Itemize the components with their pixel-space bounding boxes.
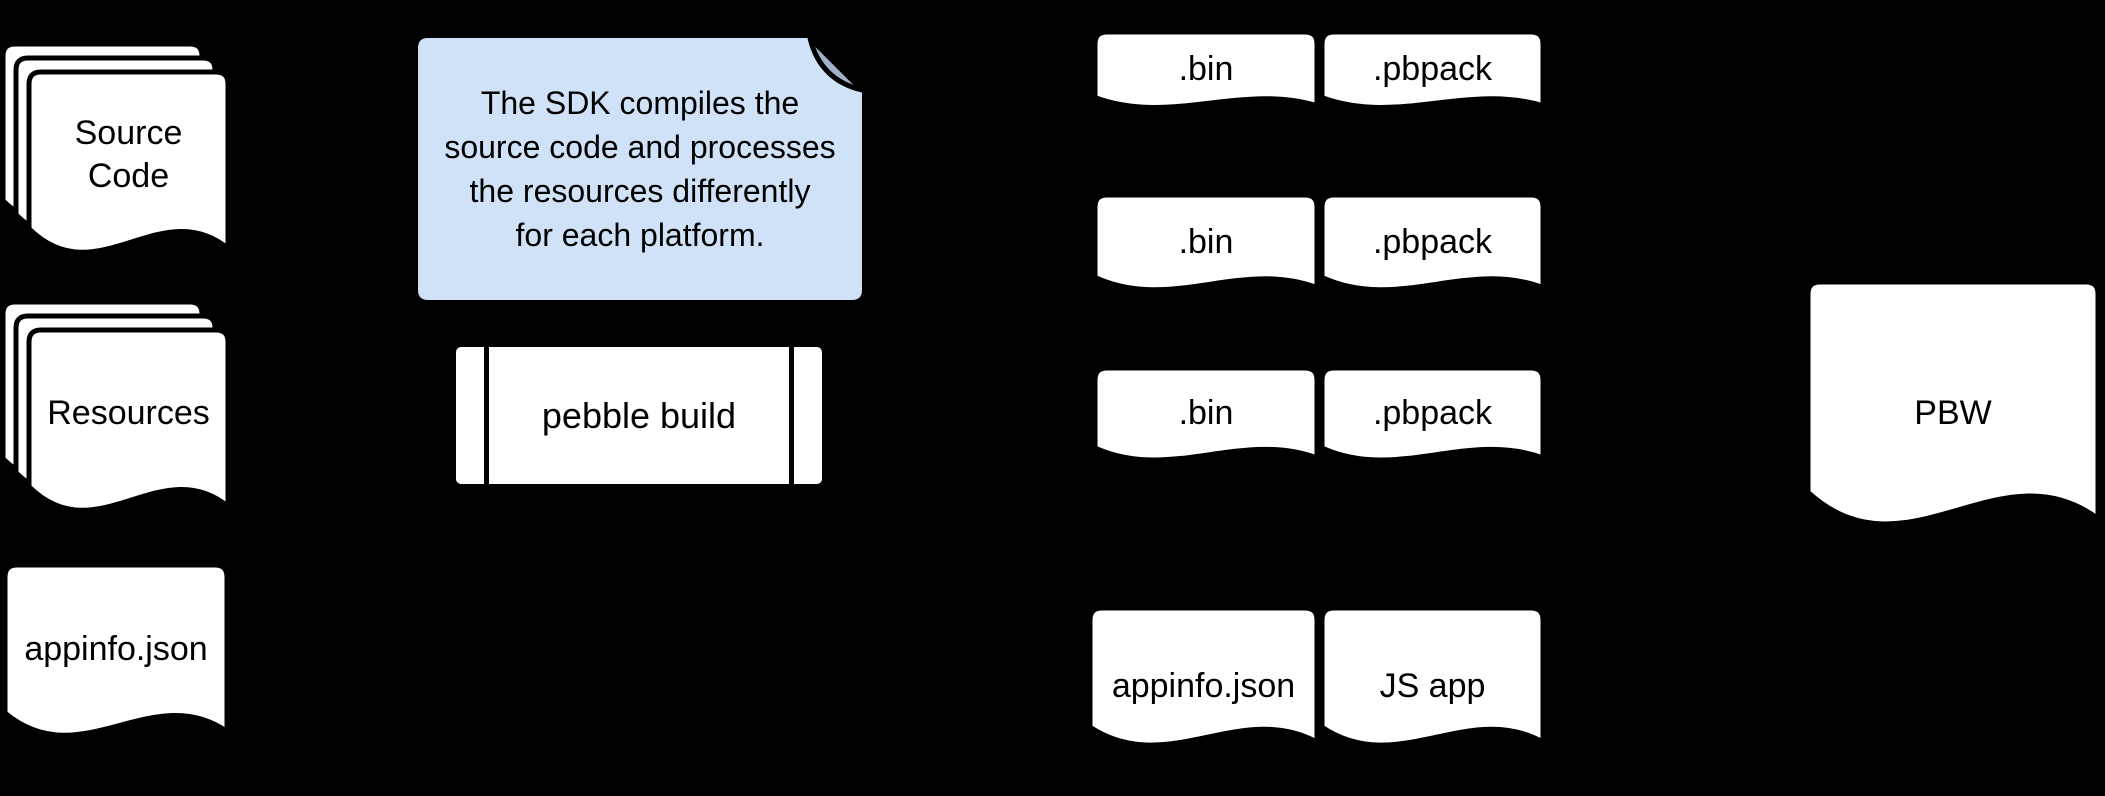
source-code-doc: Source Code — [26, 69, 231, 268]
sdk-note: The SDK compiles the source code and pro… — [418, 35, 865, 300]
pbpack-doc-row1: .pbpack — [1319, 29, 1546, 114]
bin-doc-row2: .bin — [1092, 192, 1320, 298]
source-code-stack: Source Code — [0, 41, 231, 268]
js-app-doc: JS app — [1319, 605, 1546, 757]
pebble-build-process: pebble build — [451, 342, 827, 489]
pbpack-doc-row3: .pbpack — [1319, 365, 1546, 468]
pebble-build-label: pebble build — [541, 394, 737, 436]
resources-stack: Resources — [0, 299, 231, 526]
resources-doc: Resources — [26, 327, 231, 526]
note-fold-corner — [807, 35, 865, 93]
note-text-line: for each platform. — [515, 217, 765, 253]
bin-doc-row3: .bin — [1092, 365, 1320, 468]
note-text-line: the resources differently — [469, 173, 811, 209]
pbpack-doc-row2: .pbpack — [1319, 192, 1546, 298]
process-left-bar — [484, 347, 489, 484]
appinfo-json-doc-output: appinfo.json — [1087, 605, 1320, 757]
note-text-line: The SDK compiles the — [480, 85, 800, 121]
note-text: The SDK compiles the source code and pro… — [418, 38, 862, 300]
bin-doc-row1: .bin — [1092, 29, 1320, 114]
pbw-doc: PBW — [1805, 279, 2101, 545]
note-text-line: source code and processes — [444, 129, 836, 165]
process-right-bar — [789, 347, 794, 484]
appinfo-json-doc-input: appinfo.json — [2, 562, 230, 750]
